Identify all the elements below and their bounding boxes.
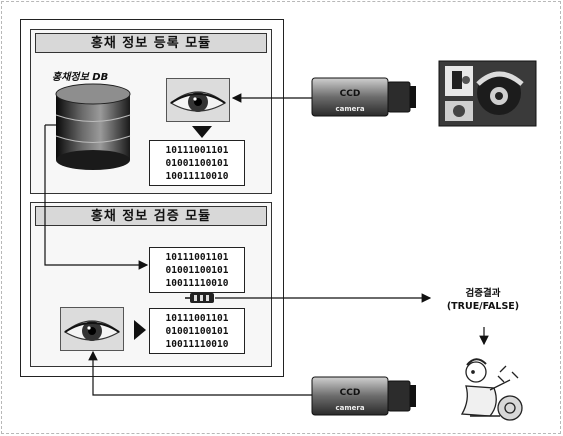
database-icon bbox=[56, 84, 130, 170]
user-illustration bbox=[462, 359, 522, 420]
camera-to-eye-arrow-2 bbox=[93, 352, 312, 395]
ccd-camera-icon: CCD camera bbox=[312, 377, 416, 415]
down-triangle-icon bbox=[192, 126, 212, 138]
camera-label: CCD bbox=[340, 89, 361, 99]
camera-sublabel: camera bbox=[335, 105, 364, 113]
compare-icon bbox=[185, 293, 214, 303]
iris-scanner-device-image bbox=[439, 61, 536, 126]
ccd-camera-icon: CCD camera bbox=[312, 78, 416, 116]
camera-sublabel: camera bbox=[335, 404, 364, 412]
camera-label: CCD bbox=[340, 388, 361, 398]
right-triangle-icon bbox=[134, 320, 146, 340]
